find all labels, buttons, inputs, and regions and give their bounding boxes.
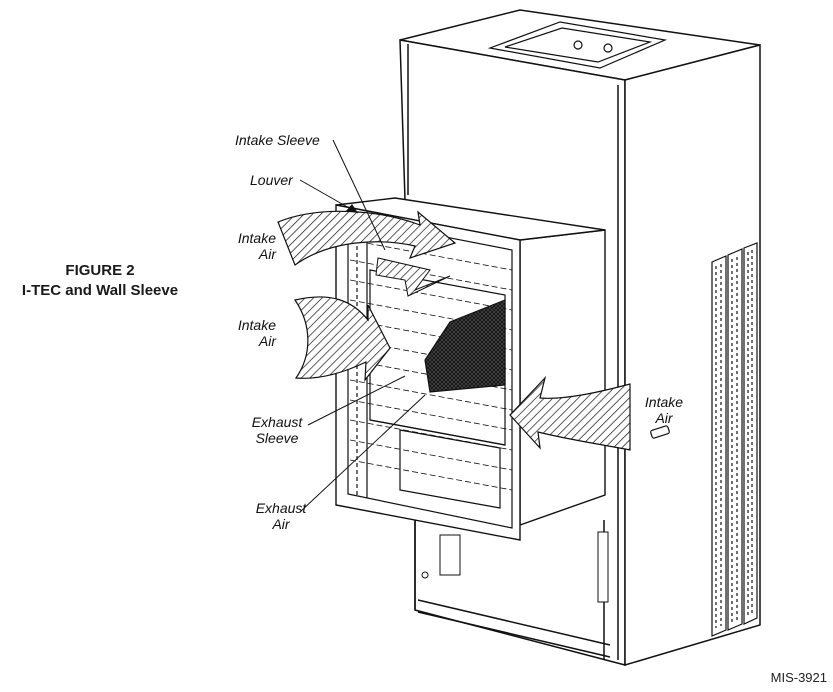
leader-lines	[299, 139, 426, 513]
intake-air-arrow-upper	[277, 210, 457, 266]
drawing-id: MIS-3921	[770, 670, 827, 685]
vent-column-1	[711, 255, 727, 637]
leader-intake-sleeve	[332, 139, 386, 251]
label-exhaust-sleeve-line2: Sleeve	[255, 430, 299, 446]
label-exhaust-air-line1: Exhaust	[255, 500, 307, 516]
label-intake-air-right-line1: Intake	[644, 394, 684, 410]
label-intake-air-middle-line2: Air	[258, 333, 276, 349]
vent-column-3	[743, 242, 758, 625]
label-intake-air-upper-line1: Intake	[237, 230, 276, 246]
label-exhaust-sleeve: Exhaust Sleeve	[240, 414, 314, 446]
label-intake-air-upper: Intake Air	[226, 230, 276, 262]
intake-air-arrow-middle	[294, 296, 391, 382]
vent-column-2	[727, 248, 743, 631]
side-vents	[711, 242, 758, 637]
figure-caption: I-TEC and Wall Sleeve	[21, 282, 179, 299]
label-intake-air-middle: Intake Air	[226, 317, 276, 349]
label-louver: Louver	[250, 172, 293, 188]
intake-air-arrow-right	[509, 375, 631, 451]
leader-exhaust-sleeve	[307, 375, 406, 426]
intake-air-arrow-inner	[375, 257, 451, 297]
sleeve-side	[519, 229, 606, 526]
figure-number: FIGURE 2	[65, 262, 135, 279]
label-intake-air-right: Intake Air	[638, 394, 690, 426]
leader-exhaust-air	[299, 394, 426, 513]
label-intake-air-right-line2: Air	[655, 410, 673, 426]
top-opening	[487, 21, 668, 69]
label-exhaust-air-line2: Air	[272, 516, 290, 532]
label-intake-sleeve: Intake Sleeve	[235, 132, 320, 148]
lower-panel-details	[421, 531, 609, 603]
exhaust-air-arrow	[424, 299, 506, 393]
label-intake-air-middle-line1: Intake	[237, 317, 276, 333]
leader-louver	[299, 179, 359, 214]
label-exhaust-sleeve-line1: Exhaust	[251, 414, 303, 430]
label-intake-air-upper-line2: Air	[258, 246, 276, 262]
leader-louver-arrowhead	[346, 204, 358, 213]
label-exhaust-air: Exhaust Air	[244, 500, 318, 532]
side-slot	[650, 425, 670, 439]
